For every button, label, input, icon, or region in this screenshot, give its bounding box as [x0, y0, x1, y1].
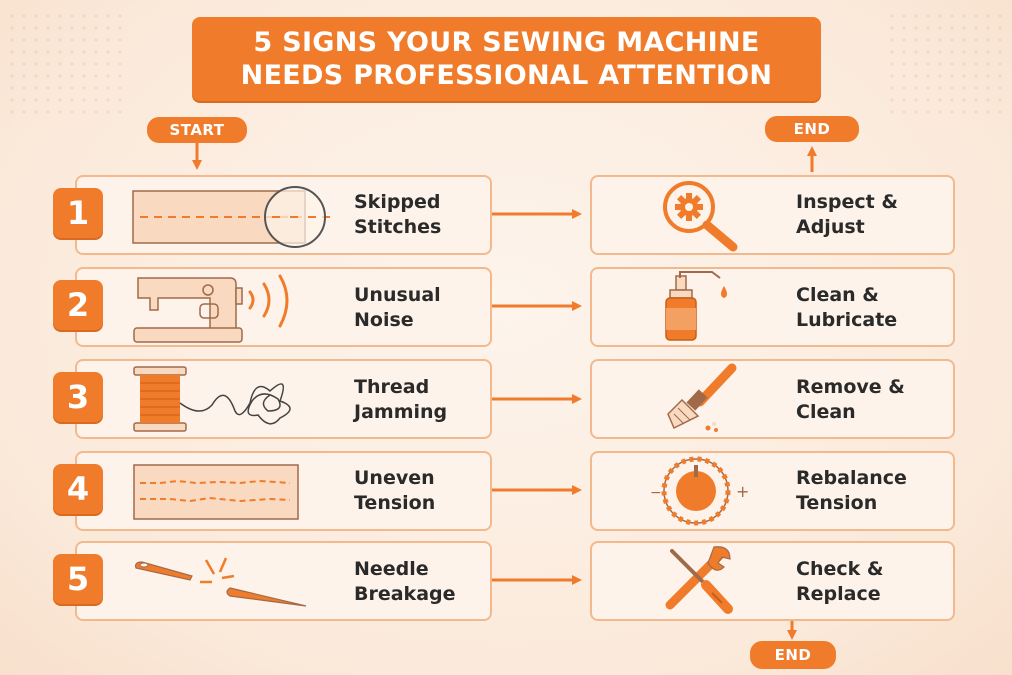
- sign-number-badge-3: 3: [53, 372, 103, 422]
- skipped-stitches-icon: [132, 186, 330, 248]
- action-label-1-line-2: Adjust: [796, 216, 865, 238]
- sign-label-4-line-2: Tension: [354, 492, 436, 514]
- sign-label-4-line-1: Uneven: [354, 467, 435, 489]
- action-card-5: [590, 541, 955, 621]
- action-card-4: [590, 451, 955, 531]
- action-label-3: Remove & Clean: [796, 375, 905, 425]
- action-label-5: Check & Replace: [796, 557, 883, 607]
- sign-label-1-line-2: Stitches: [354, 216, 442, 238]
- sign-label-3: Thread Jamming: [354, 375, 447, 425]
- decorative-dots-right: [886, 10, 1006, 120]
- action-card-2: [590, 267, 955, 347]
- dial-minus: −: [650, 485, 662, 501]
- action-label-1-line-1: Inspect &: [796, 191, 898, 213]
- action-label-2-line-1: Clean &: [796, 284, 879, 306]
- action-card-1: [590, 175, 955, 255]
- end-pill-top: END: [765, 116, 859, 142]
- sign-label-1-line-1: Skipped: [354, 191, 441, 213]
- sign-label-5-line-1: Needle: [354, 558, 429, 580]
- sign-label-2-line-1: Unusual: [354, 284, 441, 306]
- sign-number-badge-1: 1: [53, 188, 103, 238]
- thread-spool-tangle-icon: [133, 366, 291, 432]
- broken-needle-icon: [135, 557, 307, 607]
- action-label-2-line-2: Lubricate: [796, 309, 898, 331]
- sewing-machine-noise-icon: [133, 274, 289, 343]
- decorative-dots-left: [6, 10, 126, 120]
- sign-number-badge-2: 2: [53, 280, 103, 330]
- action-label-3-line-2: Clean: [796, 401, 856, 423]
- action-card-3: [590, 359, 955, 439]
- sign-label-2-line-2: Noise: [354, 309, 414, 331]
- uneven-stitch-icon: [133, 464, 299, 520]
- action-label-4: Rebalance Tension: [796, 466, 907, 516]
- title-line-1: 5 SIGNS YOUR SEWING MACHINE: [253, 27, 760, 58]
- sign-number-badge-5: 5: [53, 554, 103, 604]
- action-label-2: Clean & Lubricate: [796, 283, 897, 333]
- action-label-4-line-1: Rebalance: [796, 467, 907, 489]
- brush-icon: [667, 363, 737, 432]
- sign-label-5: Needle Breakage: [354, 557, 456, 607]
- action-label-3-line-1: Remove &: [796, 376, 905, 398]
- action-label-4-line-2: Tension: [796, 492, 878, 514]
- sign-label-3-line-2: Jamming: [354, 401, 448, 423]
- sign-label-2: Unusual Noise: [354, 283, 441, 333]
- sign-label-1: Skipped Stitches: [354, 190, 441, 240]
- action-label-1: Inspect & Adjust: [796, 190, 898, 240]
- title-line-2: NEEDS PROFESSIONAL ATTENTION: [240, 60, 773, 91]
- sign-label-3-line-1: Thread: [354, 376, 430, 398]
- tension-dial-icon: − +: [650, 456, 749, 526]
- dial-plus: +: [736, 482, 749, 501]
- oil-bottle-icon: [665, 271, 727, 341]
- start-pill: START: [147, 117, 247, 143]
- gear-magnifier-icon: [663, 181, 738, 252]
- sign-number-badge-4: 4: [53, 464, 103, 514]
- action-label-5-line-2: Replace: [796, 583, 881, 605]
- title-banner: 5 SIGNS YOUR SEWING MACHINE NEEDS PROFES…: [192, 17, 821, 101]
- sign-label-5-line-2: Breakage: [354, 583, 456, 605]
- sign-card-5: [75, 541, 492, 621]
- action-label-5-line-1: Check &: [796, 558, 884, 580]
- sign-label-4: Uneven Tension: [354, 466, 435, 516]
- wrench-screwdriver-icon: [665, 546, 733, 614]
- end-pill-bottom: END: [750, 641, 836, 669]
